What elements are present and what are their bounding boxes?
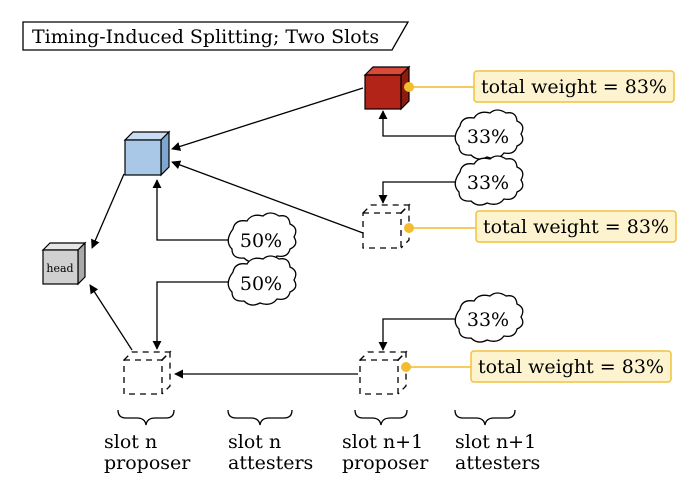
cloud-label: 33% (467, 309, 509, 331)
slot-label-line2: proposer (342, 452, 429, 474)
dashed-block-slot-n1 (359, 350, 408, 395)
cloud-33-mid: 33% (454, 155, 524, 206)
arrow-vote-dashed-right (378, 318, 456, 351)
diagram-title: Timing-Induced Splitting; Two Slots (32, 26, 379, 48)
slot-label-line2: attesters (455, 452, 540, 474)
slot-label-line1: slot n (228, 431, 281, 453)
arrow-vote-blue (152, 179, 228, 241)
weight-3: total weight = 83% (401, 350, 672, 383)
slot-label-line1: slot n+1 (342, 431, 423, 453)
weight-label: total weight = 83% (483, 216, 669, 238)
arrow-vote-red (378, 110, 456, 137)
weight-1: total weight = 83% (404, 70, 675, 103)
arrow-vote-dashed-left (152, 281, 228, 350)
head-block: head (41, 241, 87, 286)
title-banner: Timing-Induced Splitting; Two Slots (22, 21, 410, 51)
brace-slot-n-attesters (227, 409, 293, 426)
arrow-vote-dashed-mid (378, 181, 456, 204)
brace-slot-n1-attesters (454, 409, 516, 426)
dashed-block-slot-n (123, 350, 172, 395)
slot-label-line1: slot n (104, 431, 157, 453)
dashed-block-mid (362, 203, 411, 249)
cloud-50-top: 50% (227, 212, 297, 263)
slot-label-line1: slot n+1 (455, 431, 536, 453)
brace-slot-n-proposer (117, 409, 175, 426)
weight-label: total weight = 83% (481, 76, 667, 98)
arrows (89, 87, 456, 379)
cloud-50-bottom: 50% (227, 255, 297, 306)
cloud-33-top: 33% (454, 109, 524, 160)
blue-block (123, 130, 171, 177)
brace-slot-n1-proposer (354, 409, 408, 426)
cloud-label: 33% (467, 172, 509, 194)
arrow-red-to-blue (171, 87, 364, 151)
slot-label-line2: attesters (228, 452, 313, 474)
braces (117, 409, 516, 426)
arrow-dashed-to-head (89, 284, 133, 351)
arrow-dashed-to-blue (171, 160, 364, 234)
cloud-label: 50% (240, 230, 282, 252)
cloud-label: 33% (467, 126, 509, 148)
cloud-33-bottom: 33% (454, 292, 524, 343)
head-label: head (46, 262, 73, 275)
red-block (363, 65, 411, 111)
arrow-blue-to-head (91, 173, 125, 249)
weight-label: total weight = 83% (478, 356, 664, 378)
cloud-label: 50% (240, 273, 282, 295)
slot-labels: slot n proposer slot n attesters slot n+… (104, 431, 540, 474)
weight-2: total weight = 83% (404, 210, 677, 243)
clouds: 33% 33% 50% 50% 33% (227, 109, 524, 343)
slot-label-line2: proposer (104, 452, 191, 474)
